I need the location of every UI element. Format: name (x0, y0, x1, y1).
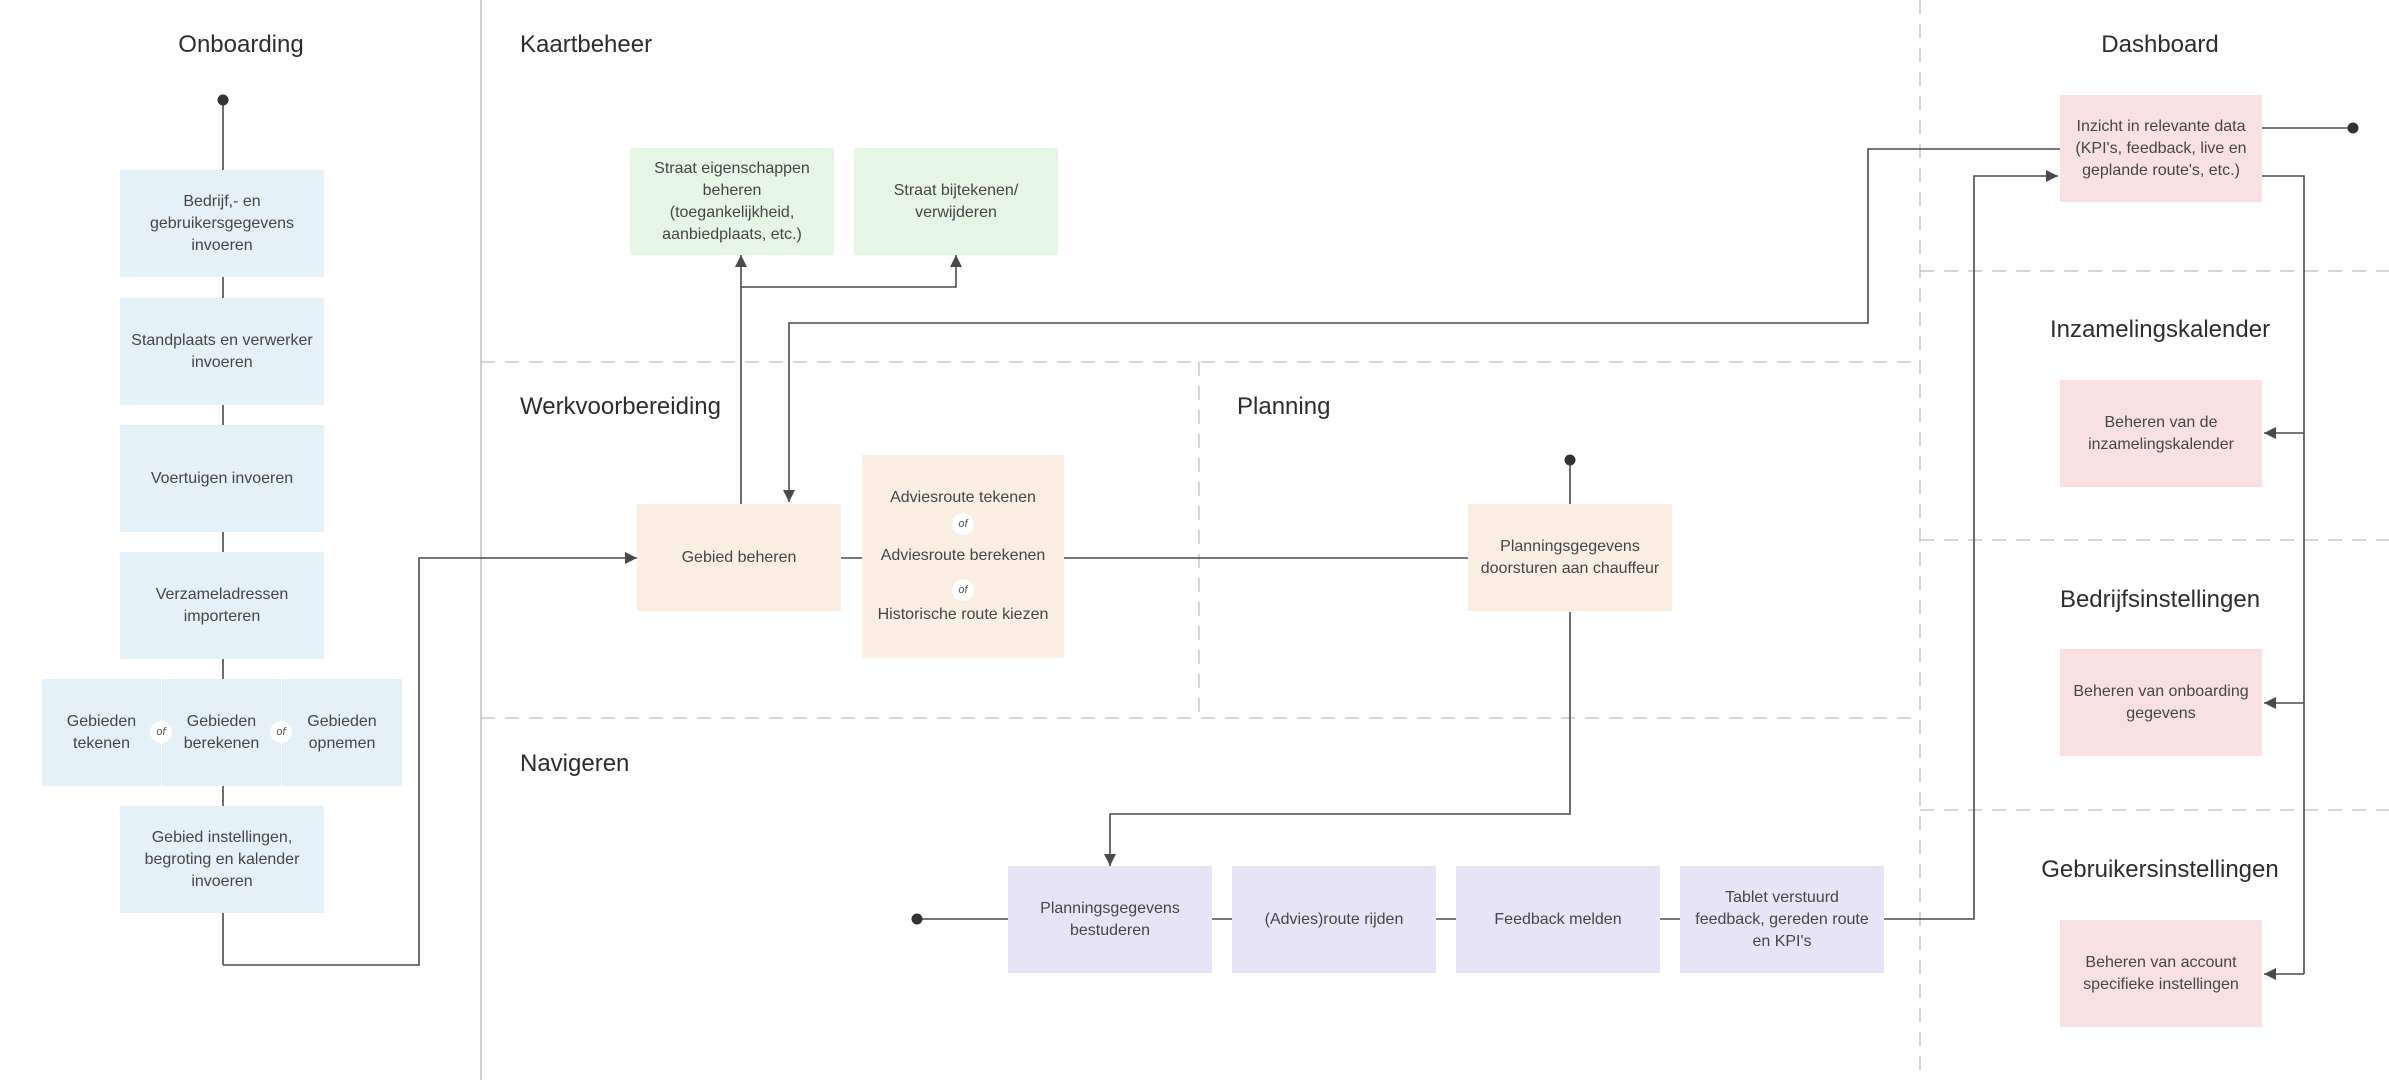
node-straat-eigenschappen: Straat eigenschappen beheren (toegankeli… (630, 148, 834, 255)
node-label: Gebied instellingen, begroting en kalend… (144, 828, 300, 890)
node-feedback-melden: Feedback melden (1456, 866, 1660, 973)
or-separator: of (270, 721, 292, 743)
or-separator: of (150, 721, 172, 743)
node-label: Planningsgegevens doorsturen aan chauffe… (1480, 537, 1660, 577)
heading-inzamelingskalender: Inzamelingskalender (2049, 316, 2271, 343)
node-adviesroute-tekenen: Adviesroute tekenen (890, 489, 1036, 507)
start-dot-onboarding (217, 94, 229, 106)
heading-werkvoorbereiding: Werkvoorbereiding (520, 393, 721, 420)
connector-planning-to-navigeren (1104, 612, 1571, 866)
node-straat-bijtekenen: Straat bijtekenen/ verwijderen (854, 148, 1058, 255)
node-bedrijf-gegevens: Bedrijf,- en gebruikersgegevens invoeren (120, 170, 324, 277)
heading-planning: Planning (1237, 393, 1331, 420)
start-dot-navigeren (911, 913, 923, 925)
node-label: Voertuigen invoeren (150, 469, 294, 487)
node-label: Gebieden tekenen (66, 712, 137, 752)
node-label: Straat eigenschappen beheren (toegankeli… (654, 159, 810, 243)
node-planningsgegevens-bestuderen: Planningsgegevens bestuderen (1008, 866, 1212, 973)
node-label: Feedback melden (1494, 910, 1622, 928)
node-gebied-instellingen: Gebied instellingen, begroting en kalend… (120, 806, 324, 913)
start-dot-planning (1564, 454, 1576, 466)
connector-gebied-to-straat-bijtekenen (741, 255, 962, 288)
node-historische-route: Historische route kiezen (877, 605, 1049, 623)
node-tablet-verstuurd: Tablet verstuurd feedback, gereden route… (1680, 866, 1884, 973)
node-label: Beheren van account specifieke instellin… (2083, 953, 2239, 993)
node-beheren-onboarding-gegevens: Beheren van onboarding gegevens (2060, 649, 2262, 756)
node-standplaats: Standplaats en verwerker invoeren (120, 298, 324, 405)
end-dot-dashboard (2347, 122, 2359, 134)
node-label: Beheren van de inzamelingskalender (2088, 413, 2234, 453)
node-planningsgegevens-doorsturen: Planningsgegevens doorsturen aan chauffe… (1468, 504, 1672, 611)
node-verzameladressen: Verzameladressen importeren (120, 552, 324, 659)
heading-dashboard: Dashboard (2101, 31, 2219, 58)
node-gebied-beheren: Gebied beheren (637, 504, 841, 611)
node-label: Bedrijf,- en gebruikersgegevens invoeren (149, 192, 295, 254)
node-label: Straat bijtekenen/ verwijderen (893, 181, 1019, 221)
node-adviesroute-berekenen: Adviesroute berekenen (880, 547, 1046, 565)
node-label: Tablet verstuurd feedback, gereden route… (1695, 888, 1869, 950)
heading-bedrijfsinstellingen: Bedrijfsinstellingen (2059, 586, 2261, 613)
heading-kaartbeheer: Kaartbeheer (520, 31, 653, 58)
node-gebieden-tekenen: Gebieden tekenen (42, 679, 161, 786)
node-label: Gebied beheren (681, 548, 797, 566)
node-label: Standplaats en verwerker invoeren (131, 331, 313, 371)
node-label: Gebieden berekenen (183, 712, 260, 752)
heading-onboarding: Onboarding (178, 31, 304, 58)
heading-gebruikersinstellingen: Gebruikersinstellingen (2041, 856, 2279, 883)
or-separator: of (952, 579, 974, 601)
heading-navigeren: Navigeren (520, 750, 630, 777)
node-label: Gebieden opnemen (307, 712, 377, 752)
node-label: Inzicht in relevante data (KPI's, feedba… (2075, 117, 2247, 179)
node-label: Planningsgegevens bestuderen (1040, 899, 1180, 939)
or-separator: of (952, 513, 974, 535)
node-voertuigen: Voertuigen invoeren (120, 425, 324, 532)
node-adviesroute-group: Adviesroute tekenen Adviesroute berekene… (862, 455, 1064, 658)
node-label: Verzameladressen importeren (155, 585, 289, 625)
node-inzicht-data: Inzicht in relevante data (KPI's, feedba… (2060, 95, 2262, 202)
connector-tablet-to-dashboard (1883, 170, 2058, 920)
node-route-rijden: (Advies)route rijden (1232, 866, 1436, 973)
node-gebieden-berekenen: Gebieden berekenen (162, 679, 281, 786)
node-label: Beheren van onboarding gegevens (2073, 682, 2249, 722)
node-gebieden-opnemen: Gebieden opnemen (282, 679, 402, 786)
node-beheren-account-instellingen: Beheren van account specifieke instellin… (2060, 920, 2262, 1027)
endpoints (217, 94, 2359, 925)
node-beheren-inzamelingskalender: Beheren van de inzamelingskalender (2060, 380, 2262, 487)
connectors (222, 100, 2353, 980)
node-label: (Advies)route rijden (1264, 910, 1404, 928)
